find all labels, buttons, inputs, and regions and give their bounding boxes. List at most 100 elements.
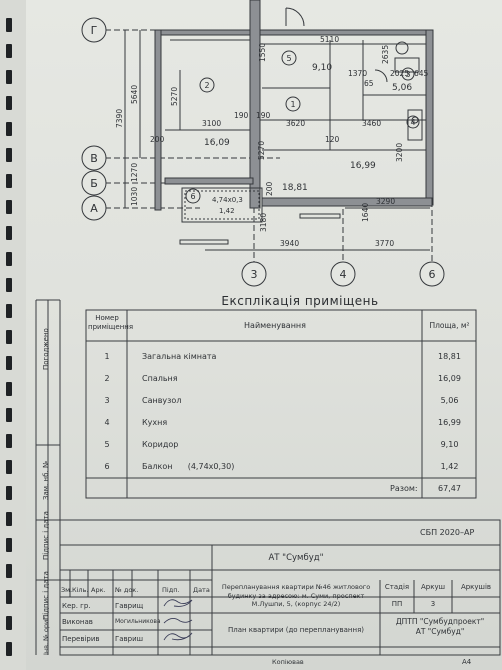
row-6-area: 1,42 xyxy=(440,462,459,471)
total-label: Разом: xyxy=(390,484,418,493)
person-name-3: Гавриш xyxy=(115,635,144,643)
room-6-number: 6 xyxy=(190,192,195,201)
explication-header-name: Найменування xyxy=(244,321,306,330)
row-3-area: 5,06 xyxy=(440,396,459,405)
binder-holes xyxy=(0,0,26,670)
room-4-area: 16,99 xyxy=(350,161,376,171)
axis-letter-a: А xyxy=(90,202,98,215)
dim-2025: 2025 xyxy=(390,69,409,78)
dim-7390: 7390 xyxy=(115,109,124,128)
rev-header-sheet: Арк. xyxy=(91,586,106,594)
project-description: Перепланування квартири №46 житлового бу… xyxy=(221,583,371,608)
axis-number-6: 6 xyxy=(429,268,436,281)
dim-3460: 3460 xyxy=(362,119,381,128)
row-1-name: Загальна кімната xyxy=(142,352,217,361)
room-1-area: 18,81 xyxy=(282,183,308,193)
room-3-area: 5,06 xyxy=(392,83,412,93)
axis-number-4: 4 xyxy=(340,268,347,281)
room-2-area: 16,09 xyxy=(204,138,230,148)
dim-1550: 1550 xyxy=(258,43,267,62)
dim-190a: 190 xyxy=(234,111,249,120)
row-6-name: Балкон (4,74х0,30) xyxy=(142,462,235,471)
sheet-title: План квартири (до перепланування) xyxy=(227,626,365,634)
row-2-name: Спальня xyxy=(142,374,178,383)
dim-5110: 5110 xyxy=(320,35,339,44)
dim-3940: 3940 xyxy=(280,239,299,248)
dim-3770: 3770 xyxy=(375,239,394,248)
sheet-value: 3 xyxy=(430,600,436,608)
row-4-name: Кухня xyxy=(142,418,168,427)
explication-title: Експлікація приміщень xyxy=(221,294,379,308)
row-4-number: 4 xyxy=(104,418,110,427)
room-2-number: 2 xyxy=(204,81,209,90)
floor-plan: Г В Б А 3 4 6 5110 7390 5640 5270 1550 2… xyxy=(81,0,445,287)
margin-label-inventory: Інв. № ориг. xyxy=(42,614,50,655)
margin-label-signature-2: Підпис і дата xyxy=(42,571,50,620)
dim-190b: 190 xyxy=(256,111,271,120)
dim-120: 120 xyxy=(325,135,340,144)
person-role-1: Кер. гр. xyxy=(62,602,91,610)
axis-number-3: 3 xyxy=(251,268,258,281)
row-3-number: 3 xyxy=(104,396,110,405)
format-label: А4 xyxy=(462,658,472,666)
row-5-area: 9,10 xyxy=(440,440,459,449)
axis-letter-g: Г xyxy=(91,24,98,37)
rev-header-date: Дата xyxy=(193,586,210,594)
copied-label: Копіював xyxy=(272,658,304,666)
dim-3200: 3200 xyxy=(395,143,404,162)
person-name-2: Могильникова xyxy=(115,618,161,625)
row-5-number: 5 xyxy=(104,440,110,449)
stamp-org-top: АТ "Сумбуд" xyxy=(268,553,324,563)
balcony-area: 1,42 xyxy=(219,207,235,215)
room-4-number: 4 xyxy=(410,118,415,127)
row-4-area: 16,99 xyxy=(438,418,461,427)
row-3-name: Санвузол xyxy=(142,396,182,405)
dim-1370: 1370 xyxy=(348,69,367,78)
org-bottom: ДПТП "Сумбудпроект" АТ "Сумбуд" xyxy=(395,617,485,636)
row-6-number: 6 xyxy=(104,462,110,471)
dim-2635: 2635 xyxy=(381,45,390,64)
total-value: 67,47 xyxy=(438,484,461,493)
sheet-header: Аркуш xyxy=(420,583,445,591)
rev-header-sign: Підп. xyxy=(162,586,180,594)
person-role-2: Виконав xyxy=(62,618,93,626)
dim-5270: 5270 xyxy=(170,87,179,106)
axis-letter-b: Б xyxy=(90,177,98,190)
dim-1640: 1640 xyxy=(361,203,370,222)
room-1-number: 1 xyxy=(290,100,295,109)
row-1-number: 1 xyxy=(104,352,110,361)
axis-letter-v: В xyxy=(90,152,98,165)
stamp-code: СБП 2020–АР xyxy=(420,528,475,537)
dim-3620: 3620 xyxy=(286,119,305,128)
stage-header: Стадія xyxy=(384,583,410,591)
dim-5270b: 5270 xyxy=(257,141,266,160)
row-5-name: Коридор xyxy=(142,440,179,449)
explication-header-area: Площа, м² xyxy=(429,321,470,330)
room-5-area: 9,10 xyxy=(312,63,332,73)
rev-header-count: Кіль. xyxy=(72,586,89,594)
dim-3290: 3290 xyxy=(376,197,395,206)
person-role-3: Перевірив xyxy=(62,635,100,643)
row-2-area: 16,09 xyxy=(438,374,461,383)
margin-label-signature-1: Підпис і дата xyxy=(42,511,50,560)
sheets-header: Аркушів xyxy=(460,583,492,591)
room-5-number: 5 xyxy=(286,54,291,63)
balcony-size: 4,74х0,3 xyxy=(212,196,243,204)
rev-header-change: Зм. xyxy=(61,586,73,594)
rev-header-doc: № док. xyxy=(115,586,139,594)
dim-3100: 3100 xyxy=(202,119,221,128)
stage-value: ПП xyxy=(391,600,403,608)
person-name-1: Гаврищ xyxy=(115,602,144,610)
dim-3180: 3180 xyxy=(259,213,268,232)
margin-label-replacement: Зам. нб. № xyxy=(42,460,50,500)
dim-65: 65 xyxy=(364,79,374,88)
room-3-number: 3 xyxy=(405,70,410,79)
margin-label-agreed: Погоджено xyxy=(42,328,50,370)
dim-200v: 200 xyxy=(265,181,274,196)
explication-header-number: Номер приміщення xyxy=(88,314,134,331)
dim-1270: 1270 xyxy=(130,163,139,182)
dim-200: 200 xyxy=(150,135,165,144)
dim-645: 645 xyxy=(414,69,429,78)
dim-1030: 1030 xyxy=(130,187,139,206)
